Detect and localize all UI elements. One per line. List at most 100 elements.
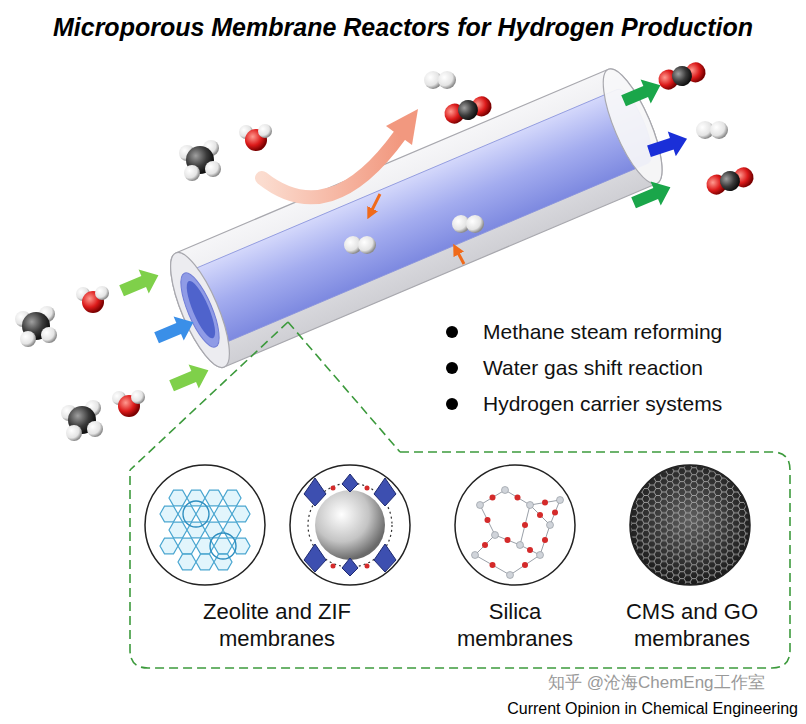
zeolite-ring bbox=[214, 554, 232, 570]
zeolite-ring bbox=[178, 554, 196, 570]
zeolite-ring bbox=[205, 522, 223, 538]
title: Microporous Membrane Reactors for Hydrog… bbox=[53, 12, 753, 42]
reaction-arrow-head bbox=[386, 109, 418, 145]
oxygen-atoms bbox=[482, 495, 558, 569]
atom bbox=[331, 564, 336, 569]
bond bbox=[510, 555, 540, 575]
source-caption: Current Opinion in Chemical Engineering bbox=[507, 699, 798, 718]
zeolite-ring bbox=[232, 506, 250, 522]
bond bbox=[530, 500, 560, 505]
feed-arrow bbox=[117, 263, 164, 303]
co2-molecule bbox=[442, 94, 494, 126]
atom bbox=[515, 495, 521, 501]
inner-tube-rim bbox=[173, 268, 226, 351]
atom bbox=[365, 564, 370, 569]
sweep-arrow bbox=[152, 310, 199, 350]
co2-molecule bbox=[704, 165, 756, 197]
atom bbox=[537, 512, 543, 518]
inner-membrane-tube bbox=[173, 85, 659, 352]
hydrogen-molecule bbox=[344, 236, 376, 254]
atom bbox=[507, 572, 514, 579]
bond bbox=[505, 490, 530, 505]
atom bbox=[522, 522, 528, 528]
membrane-types-panel: Zeolite and ZIF membranes Silica membrane… bbox=[130, 452, 790, 668]
zif-tetrahedron bbox=[342, 474, 358, 492]
bullet-item: Methane steam reforming bbox=[483, 319, 722, 344]
zif-atoms bbox=[331, 486, 370, 569]
zif-clusters bbox=[304, 474, 396, 576]
atom bbox=[472, 552, 479, 559]
bond bbox=[480, 490, 505, 505]
bullet-dot bbox=[446, 326, 458, 338]
zoom-line bbox=[130, 322, 288, 470]
permeate-arrow bbox=[645, 126, 691, 163]
bond bbox=[530, 505, 550, 525]
silica-circle bbox=[455, 465, 575, 585]
atom bbox=[502, 487, 509, 494]
zeolite-ring bbox=[214, 538, 232, 554]
atom bbox=[552, 510, 558, 516]
membrane-label: CMS and GO membranes bbox=[605, 598, 780, 652]
atom bbox=[490, 495, 496, 501]
zeolite-ring bbox=[178, 506, 196, 522]
zif-tetrahedron bbox=[304, 544, 326, 572]
co2-molecule bbox=[656, 60, 708, 92]
silica-bonds bbox=[475, 490, 560, 575]
atom bbox=[505, 537, 511, 543]
zeolite-ring bbox=[169, 490, 187, 506]
atom bbox=[542, 500, 548, 506]
zif-tetrahedron bbox=[374, 478, 396, 506]
bond bbox=[540, 525, 550, 555]
cms-circle bbox=[630, 465, 750, 585]
watermark: 知乎 @沧海ChemEng工作室 bbox=[548, 673, 765, 693]
membrane-label: Zeolite and ZIF membranes bbox=[167, 598, 387, 652]
bullet-item: Water gas shift reaction bbox=[483, 355, 703, 380]
bond bbox=[475, 555, 510, 575]
atom bbox=[542, 537, 548, 543]
water-molecule bbox=[112, 390, 145, 417]
zeolite-ring bbox=[160, 506, 178, 522]
methane-molecule bbox=[15, 306, 57, 347]
zeolite-ring bbox=[169, 522, 187, 538]
silicon-atoms bbox=[472, 487, 564, 579]
bullet-dot bbox=[446, 362, 458, 374]
bond bbox=[550, 500, 560, 525]
outer-tube-end bbox=[159, 246, 241, 374]
bullet-item: Hydrogen carrier systems bbox=[483, 391, 722, 416]
zif-tetrahedron bbox=[374, 544, 396, 572]
hydrogen-molecule bbox=[696, 121, 728, 139]
atom bbox=[527, 502, 534, 509]
zeolite-ring bbox=[214, 506, 232, 522]
zeolite-ring bbox=[223, 490, 241, 506]
atom bbox=[490, 562, 496, 568]
water-molecule bbox=[239, 124, 272, 151]
bond bbox=[480, 505, 495, 535]
zeolite-ring bbox=[196, 554, 214, 570]
atom bbox=[482, 542, 488, 548]
bullet-dot bbox=[446, 398, 458, 410]
zoom-region bbox=[130, 322, 790, 668]
zeolite-ring bbox=[160, 538, 178, 554]
water-molecule bbox=[76, 286, 109, 313]
methane-molecule bbox=[179, 140, 221, 181]
atom bbox=[485, 517, 491, 523]
atom bbox=[331, 486, 336, 491]
atom bbox=[517, 542, 524, 549]
retentate-arrow bbox=[629, 175, 676, 215]
atom bbox=[547, 522, 554, 529]
hydrogen-molecule bbox=[452, 215, 484, 233]
reaction-arrow bbox=[262, 135, 400, 197]
zeolite-ring bbox=[187, 490, 205, 506]
feed-arrow bbox=[167, 358, 214, 398]
membrane-label: Silica membranes bbox=[445, 598, 585, 652]
zeolite-cage bbox=[210, 533, 236, 559]
atom bbox=[557, 497, 564, 504]
atom bbox=[527, 547, 533, 553]
zeolite-ring bbox=[178, 538, 196, 554]
permeation-arrow bbox=[370, 194, 380, 214]
zeolite-ring bbox=[205, 490, 223, 506]
zeolite-cage bbox=[183, 501, 209, 527]
zeolite-ring bbox=[196, 506, 214, 522]
zoom-box bbox=[130, 452, 790, 668]
